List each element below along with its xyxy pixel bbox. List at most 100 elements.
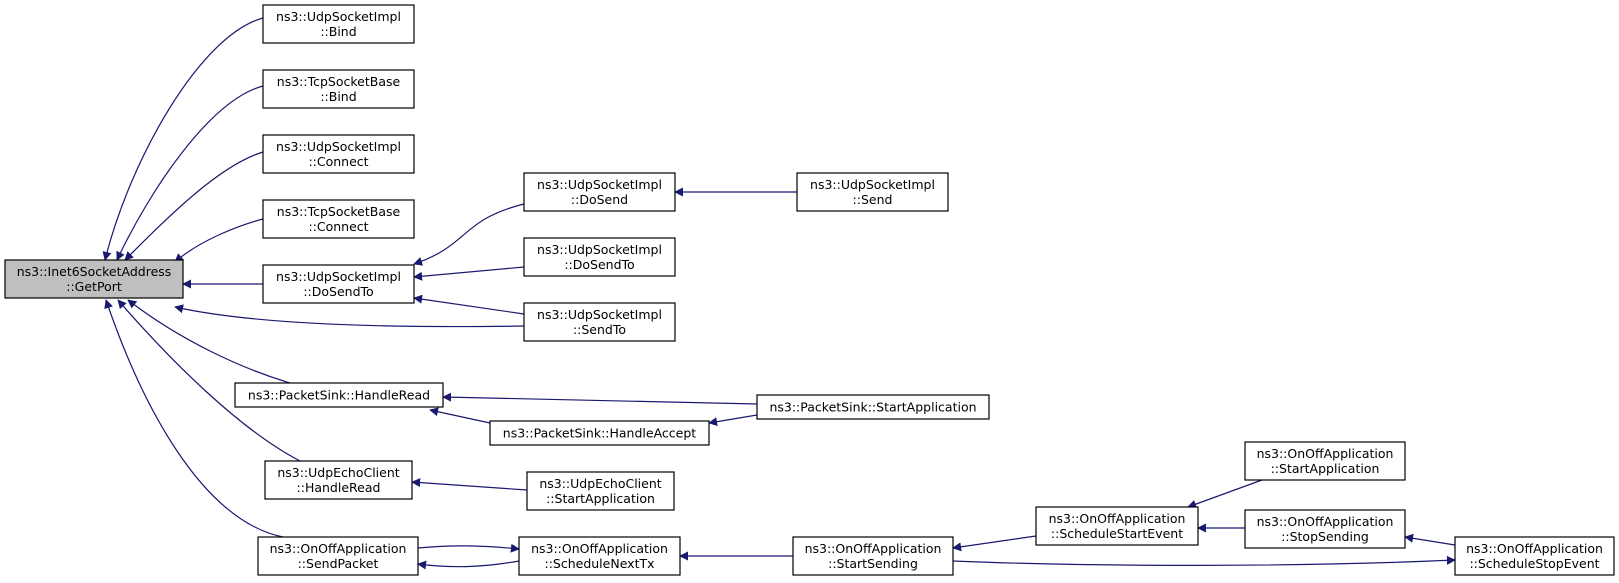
node-ooa-sendpacket[interactable]: ns3::OnOffApplication::SendPacket	[257, 536, 419, 576]
node-label: ns3::OnOffApplication	[1049, 511, 1186, 526]
edge-udp-bind-to-getport	[102, 17, 264, 261]
node-box	[262, 264, 415, 304]
node-label: ns3::TcpSocketBase	[277, 74, 401, 89]
node-label: ::Bind	[320, 24, 356, 39]
node-box	[523, 172, 676, 212]
node-uec-handleread[interactable]: ns3::UdpEchoClient::HandleRead	[264, 460, 413, 500]
edge-ps-startapp-to-ps-handleread	[442, 392, 758, 405]
node-ps-startapp[interactable]: ns3::PacketSink::StartApplication	[756, 394, 990, 420]
node-box	[4, 259, 184, 299]
edge-ooa-sendpacket-to-ooa-schednexttx	[417, 543, 520, 553]
node-label: ns3::UdpEchoClient	[277, 465, 399, 480]
node-label: ::StartApplication	[1271, 461, 1380, 476]
edge-udp-sendto-to-udp-dosendto-a	[413, 294, 525, 315]
node-label: ::DoSendTo	[303, 284, 373, 299]
node-box	[262, 199, 415, 239]
node-uec-startapp[interactable]: ns3::UdpEchoClient::StartApplication	[526, 471, 675, 511]
node-udp-bind[interactable]: ns3::UdpSocketImpl::Bind	[262, 4, 415, 44]
node-box	[792, 536, 954, 576]
node-label: ::Connect	[308, 219, 368, 234]
node-ooa-schedstartevent[interactable]: ns3::OnOffApplication::ScheduleStartEven…	[1035, 506, 1199, 546]
node-udp-dosendto-a[interactable]: ns3::UdpSocketImpl::DoSendTo	[262, 264, 415, 304]
node-label: ns3::UdpSocketImpl	[276, 139, 401, 154]
node-label: ::Send	[853, 192, 893, 207]
node-label: ::ScheduleStartEvent	[1051, 526, 1183, 541]
edge-udp-connect-to-getport	[124, 151, 264, 261]
node-label: ns3::OnOffApplication	[805, 541, 942, 556]
node-label: ::SendPacket	[298, 556, 379, 571]
node-ooa-stopsending[interactable]: ns3::OnOffApplication::StopSending	[1244, 509, 1406, 549]
node-ooa-schednexttx[interactable]: ns3::OnOffApplication::ScheduleNextTx	[518, 536, 681, 576]
node-box	[1244, 441, 1406, 481]
node-box	[526, 471, 675, 511]
node-box	[262, 4, 415, 44]
node-label: ns3::UdpSocketImpl	[537, 307, 662, 322]
nodes-layer: ns3::Inet6SocketAddress::GetPortns3::Udp…	[4, 4, 1615, 576]
edge-tcp-bind-to-getport	[116, 85, 264, 261]
node-label: ns3::UdpSocketImpl	[537, 177, 662, 192]
node-label: ns3::PacketSink::HandleRead	[248, 388, 430, 403]
node-label: ns3::PacketSink::HandleAccept	[503, 426, 696, 441]
node-label: ns3::OnOffApplication	[1257, 514, 1394, 529]
node-box	[234, 382, 444, 408]
node-ps-handleaccept[interactable]: ns3::PacketSink::HandleAccept	[489, 420, 710, 446]
node-box	[523, 237, 676, 277]
node-label: ns3::OnOffApplication	[1466, 541, 1603, 556]
node-label: ::StopSending	[1281, 529, 1369, 544]
node-box	[262, 69, 415, 109]
node-box	[1244, 509, 1406, 549]
node-label: ns3::UdpSocketImpl	[810, 177, 935, 192]
node-label: ::Bind	[320, 89, 356, 104]
node-box	[756, 394, 990, 420]
node-box	[518, 536, 681, 576]
node-label: ns3::OnOffApplication	[1257, 446, 1394, 461]
node-label: ns3::TcpSocketBase	[277, 204, 401, 219]
node-label: ns3::UdpSocketImpl	[276, 9, 401, 24]
node-box	[489, 420, 710, 446]
node-tcp-connect[interactable]: ns3::TcpSocketBase::Connect	[262, 199, 415, 239]
node-ps-handleread[interactable]: ns3::PacketSink::HandleRead	[234, 382, 444, 408]
edge-ps-handleaccept-to-ps-handleread	[429, 407, 491, 424]
node-getport[interactable]: ns3::Inet6SocketAddress::GetPort	[4, 259, 184, 299]
node-label: ::ScheduleStopEvent	[1469, 556, 1599, 571]
node-tcp-bind[interactable]: ns3::TcpSocketBase::Bind	[262, 69, 415, 109]
edge-ooa-schedstopevent-to-ooa-stopsending	[1404, 533, 1456, 546]
edges-layer	[102, 17, 1456, 570]
node-label: ns3::UdpEchoClient	[539, 476, 661, 491]
node-label: ns3::OnOffApplication	[270, 541, 407, 556]
edge-ooa-schedstartevent-to-ooa-startsending	[952, 535, 1037, 552]
edge-ooa-startapp-to-ooa-schedstartevent	[1187, 479, 1263, 509]
node-udp-dosend[interactable]: ns3::UdpSocketImpl::DoSend	[523, 172, 676, 212]
node-box	[264, 460, 413, 500]
node-label: ns3::UdpSocketImpl	[276, 269, 401, 284]
node-ooa-startapp[interactable]: ns3::OnOffApplication::StartApplication	[1244, 441, 1406, 481]
edge-ps-handleread-to-getport	[127, 299, 291, 384]
edge-ooa-schednexttx-to-ooa-sendpacket	[417, 560, 520, 570]
node-udp-dosendto-b[interactable]: ns3::UdpSocketImpl::DoSendTo	[523, 237, 676, 277]
node-udp-send[interactable]: ns3::UdpSocketImpl::Send	[796, 172, 949, 212]
node-label: ::GetPort	[66, 279, 122, 294]
node-label: ns3::Inet6SocketAddress	[17, 264, 172, 279]
node-label: ns3::OnOffApplication	[531, 541, 668, 556]
node-box	[796, 172, 949, 212]
edge-tcp-connect-to-getport	[174, 218, 264, 263]
node-label: ::DoSend	[571, 192, 628, 207]
edge-udp-dosend-to-udp-dosendto-a	[413, 203, 525, 266]
node-label: ::ScheduleNextTx	[544, 556, 654, 571]
edge-udp-sendto-to-getport	[174, 304, 525, 328]
node-ooa-startsending[interactable]: ns3::OnOffApplication::StartSending	[792, 536, 954, 576]
edge-uec-handleread-to-getport	[117, 299, 301, 462]
node-ooa-schedstopevent[interactable]: ns3::OnOffApplication::ScheduleStopEvent	[1454, 536, 1615, 576]
edge-udp-dosendto-b-to-udp-dosendto-a	[413, 266, 525, 281]
node-box	[1454, 536, 1615, 576]
node-label: ns3::UdpSocketImpl	[537, 242, 662, 257]
node-label: ::DoSendTo	[564, 257, 634, 272]
edge-ooa-startsending-to-ooa-schedstopevent	[952, 555, 1456, 566]
node-udp-connect[interactable]: ns3::UdpSocketImpl::Connect	[262, 134, 415, 174]
node-udp-sendto[interactable]: ns3::UdpSocketImpl::SendTo	[523, 302, 676, 342]
node-label: ns3::PacketSink::StartApplication	[769, 400, 976, 415]
edge-uec-startapp-to-uec-handleread	[411, 478, 528, 491]
node-box	[257, 536, 419, 576]
node-box	[1035, 506, 1199, 546]
